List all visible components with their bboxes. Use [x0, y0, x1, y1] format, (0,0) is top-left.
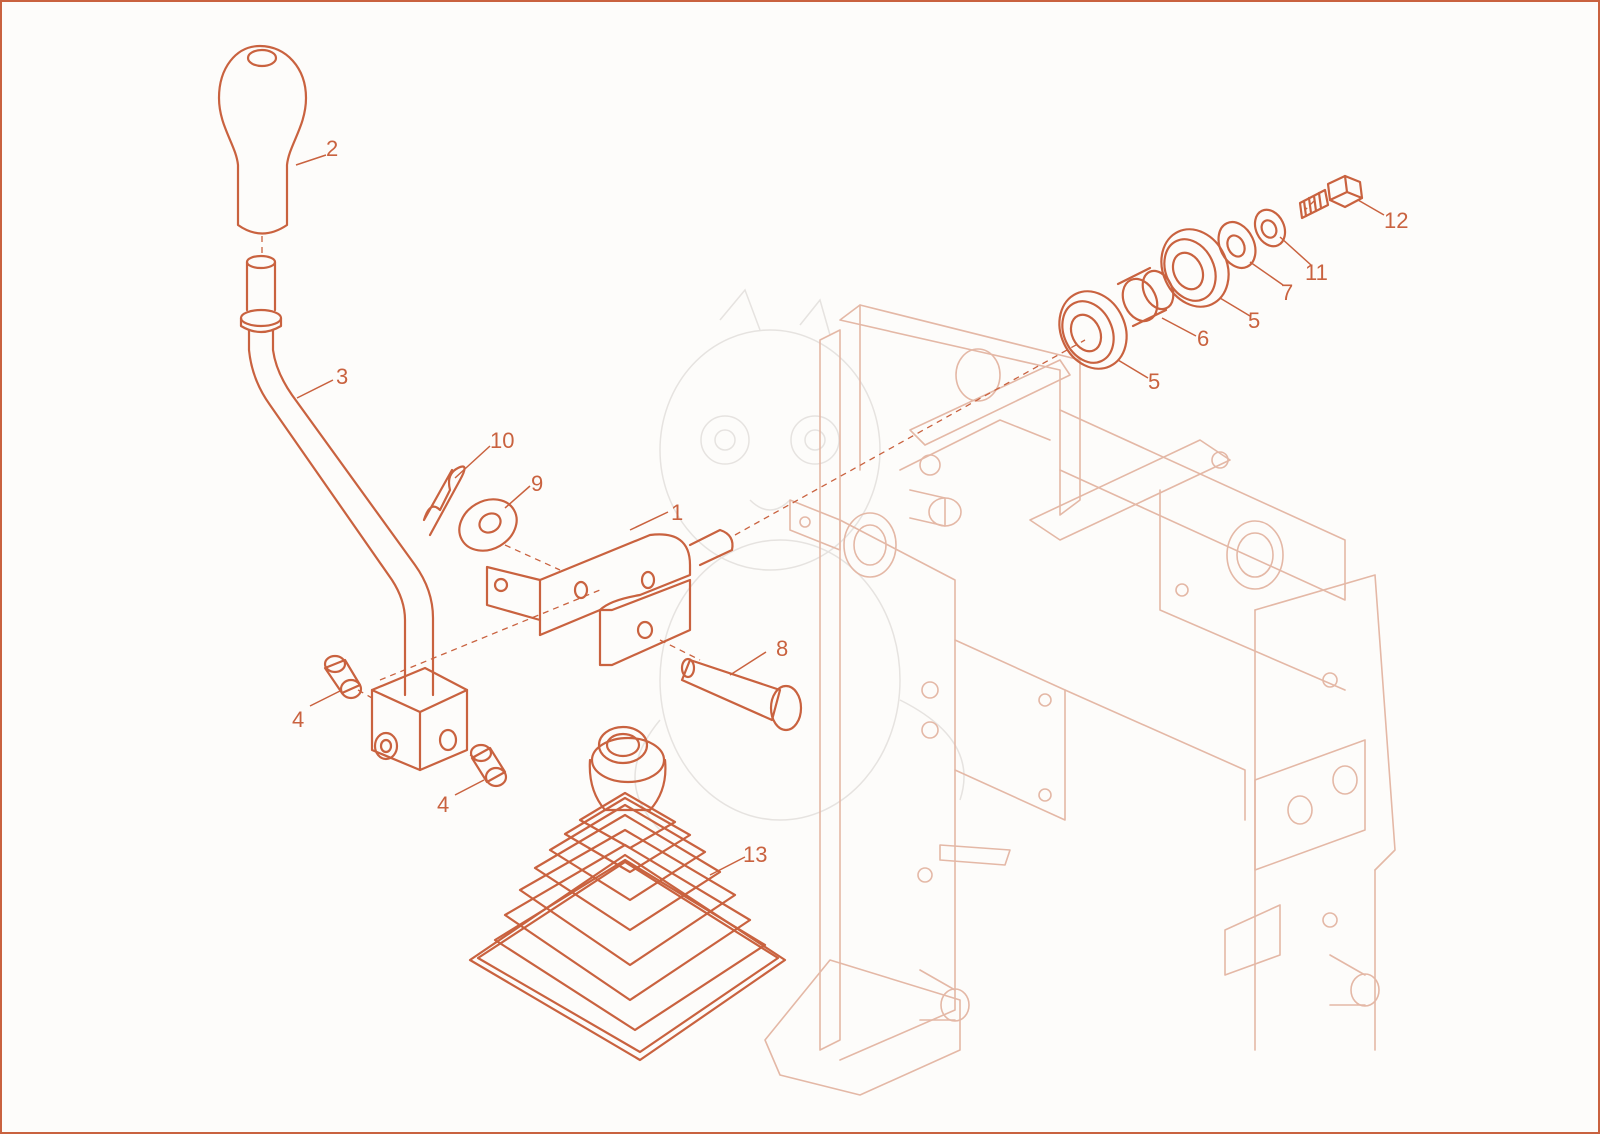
washer-small-part	[1253, 208, 1287, 248]
callout-leaders	[295, 154, 1385, 876]
dragon-watermark-icon	[634, 288, 965, 831]
parts-drawings	[217, 44, 1364, 1062]
callout-washer-large: 7	[1281, 280, 1293, 305]
assembly-axis-lines	[261, 199, 1316, 761]
callout-spring-clip: 10	[490, 428, 514, 453]
washer-large-part	[1217, 220, 1257, 270]
bushing-right-part	[469, 743, 508, 788]
flat-washer-part	[458, 498, 518, 552]
bearing-rear-part	[1160, 228, 1230, 308]
callout-spacer: 6	[1197, 326, 1209, 351]
bushing-left-part	[323, 654, 363, 700]
shift-lever-part	[239, 254, 469, 772]
callout-bearing-front: 5	[1148, 369, 1160, 394]
bearing-front-part	[1058, 290, 1128, 370]
callout-gaiter-boot: 13	[743, 842, 767, 867]
spring-clip-part	[422, 465, 466, 537]
callout-washer-small: 11	[1305, 260, 1328, 285]
callout-labels: 2 3 10 9 1 8 4 4 13 5 6 5 7 11 12	[292, 136, 1408, 867]
clevis-bracket-part	[485, 528, 734, 667]
gearbox-frame-background	[764, 304, 1396, 1096]
callout-bolt: 12	[1384, 208, 1408, 233]
callout-washer-flat: 9	[531, 471, 543, 496]
callout-bearing-rear: 5	[1248, 308, 1260, 333]
callout-lever: 3	[336, 364, 348, 389]
callout-bushing-right: 4	[437, 792, 449, 817]
callout-clevis-pin: 8	[776, 636, 788, 661]
callout-knob: 2	[326, 136, 338, 161]
knob-part	[217, 44, 308, 235]
spacer-part	[1116, 266, 1175, 328]
gaiter-boot-part	[468, 725, 787, 1062]
callout-clevis-bracket: 1	[671, 500, 683, 525]
clevis-pin-part	[680, 657, 803, 732]
bolt-part	[1298, 174, 1364, 220]
callout-bushing-left: 4	[292, 707, 304, 732]
